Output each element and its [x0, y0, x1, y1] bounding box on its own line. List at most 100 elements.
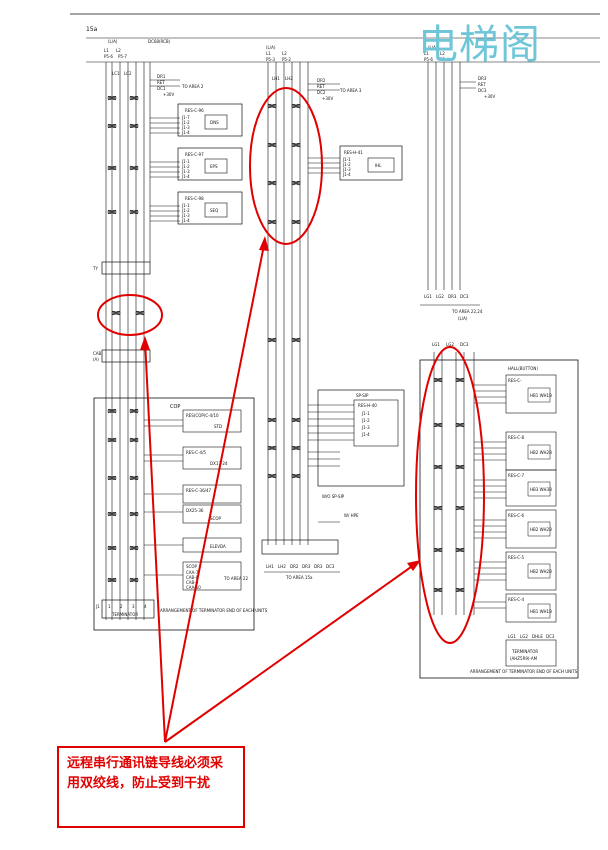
svg-text:J1-1: J1-1: [342, 157, 351, 162]
svg-text:HB1 WH1B: HB1 WH1B: [530, 609, 552, 614]
svg-text:3: 3: [132, 604, 135, 609]
svg-text:J1-3: J1-3: [181, 213, 190, 218]
highlight-ellipse-left: [97, 294, 163, 336]
svg-text:J1-3: J1-3: [342, 167, 351, 172]
svg-text:LG1: LG1: [432, 342, 440, 347]
svg-text:DR3: DR3: [478, 76, 487, 81]
left-lc1: LC1: [112, 71, 120, 76]
left-station-3: RES-C-98 J1-1 J1-2 J1-3 J1-4 SEQ: [150, 191, 243, 225]
svg-text:HB3 WH3B: HB3 WH3B: [530, 487, 552, 492]
svg-text:RES-C-98: RES-C-98: [185, 196, 204, 201]
svg-text:LH2: LH2: [285, 76, 293, 81]
svg-text:+30V: +30V: [322, 96, 333, 101]
svg-text:DC3: DC3: [326, 564, 335, 569]
sp-sip-box: SP-SIP RES-H-40 J1-1 J1-2 J1-3 J1-4: [308, 389, 405, 487]
svg-text:DC3: DC3: [460, 342, 469, 347]
svg-text:RES-H-40: RES-H-40: [358, 403, 377, 408]
svg-text:EPS: EPS: [210, 164, 218, 169]
hall-panel: HALL(BUTTON) RES-C- HB1 WH1B RES-C-8 HB2…: [419, 352, 579, 679]
svg-text:DX17-24: DX17-24: [210, 461, 228, 466]
svg-text:LG1: LG1: [424, 294, 432, 299]
hall-note: ARRANGEMENT OF TERMINATOR END OF EACH UN…: [470, 669, 578, 674]
svg-text:J1-3: J1-3: [181, 169, 190, 174]
svg-text:RES-C-97: RES-C-97: [185, 152, 204, 157]
bus-right-label: (L/A): [428, 45, 438, 50]
bus-left-label: (L/A): [108, 39, 118, 44]
cop-panel: COP RES(COP)C-4/10 STD RES-C-4/5 DX17-24…: [93, 397, 268, 631]
svg-text:P5-6: P5-6: [424, 57, 433, 62]
bus-left-sub: DC68(RCB): [148, 39, 171, 44]
svg-text:LG2: LG2: [446, 342, 454, 347]
left-cab-label: CAB: [93, 351, 102, 356]
svg-text:LG2: LG2: [520, 634, 528, 639]
hall-station-1: RES-C- HB1 WH1B: [505, 374, 557, 414]
svg-text:J1-2: J1-2: [181, 208, 190, 213]
cop-note: ARRANGEMENT OF TERMINATOR END OF EACH UN…: [160, 608, 268, 613]
svg-text:RES(COP)C-4/10: RES(COP)C-4/10: [186, 413, 219, 418]
left-station-1: RES-C-96 J1-7 J1-2 J1-3 J1-4 DNS: [150, 103, 243, 137]
svg-text:SCOP: SCOP: [210, 516, 221, 521]
left-to-area: TO AREA 2: [181, 84, 204, 89]
left-dr1: DR1: [157, 74, 166, 79]
bus-mid-label: (L/A): [266, 45, 276, 50]
svg-text:RES-C-5: RES-C-5: [508, 555, 525, 560]
highlight-ellipse-mid: [249, 87, 323, 245]
svg-text:SEQ: SEQ: [210, 208, 218, 213]
right-terminal-labels: L1 L2 P5-6 P5-4: [424, 51, 449, 62]
svg-text:DC2: DC2: [317, 90, 326, 95]
svg-text:HB2 WH2B: HB2 WH2B: [530, 569, 552, 574]
svg-text:J1-2: J1-2: [181, 164, 190, 169]
svg-text:RES-C-7: RES-C-7: [508, 473, 525, 478]
middle-column: L1 L2 P5-3 P5-2 LH1 LH2 DR2 RET DC2 +30V…: [261, 51, 405, 580]
hall-title: HALL(BUTTON): [508, 366, 538, 371]
left-station-2: RES-C-97 J1-1 J1-2 J1-3 J1-4 EPS: [150, 147, 243, 181]
arrow-line-right: [164, 561, 419, 743]
arrow-line-left: [144, 339, 166, 743]
svg-text:DR2: DR2: [317, 78, 326, 83]
left-tb-label: TY: [92, 266, 98, 271]
svg-text:J1-2: J1-2: [361, 418, 370, 423]
left-cab-sub: (A): [93, 357, 99, 362]
highlight-ellipse-right: [415, 346, 485, 644]
left-terminal-labels: L1 L2 P5-6 P5-7: [104, 48, 127, 59]
left-dc1: DC1: [157, 86, 166, 91]
svg-text:J1-1: J1-1: [181, 159, 190, 164]
wo-sp-sip-label: W/O SP-SIP: [322, 494, 345, 499]
cop-title: COP: [170, 404, 180, 410]
svg-text:RES-C-36/47: RES-C-36/47: [186, 488, 212, 493]
svg-text:LG1: LG1: [508, 634, 516, 639]
svg-text:RES-C-96: RES-C-96: [185, 108, 204, 113]
svg-text:4: 4: [144, 604, 147, 609]
svg-text:ELEVDA: ELEVDA: [210, 544, 226, 549]
hall-terminator: TERMINATOR: [511, 649, 538, 654]
svg-text:RET: RET: [478, 82, 486, 87]
svg-text:DC3: DC3: [478, 88, 487, 93]
svg-text:RES-C-4/5: RES-C-4/5: [186, 450, 206, 455]
hall-station-5: RES-C-5 HB2 WH2B: [505, 551, 557, 591]
mid-bottom-terms: LH1 LH2 DR2 DR3 DR3 DC3: [266, 564, 335, 569]
hall-station-6: RES-C-4 HB1 WH1B: [505, 593, 557, 623]
svg-text:P5-7: P5-7: [118, 54, 127, 59]
red-arrowheads: [140, 236, 421, 571]
svg-text:DR3: DR3: [448, 294, 457, 299]
right-column: L1 L2 P5-6 P5-4 DR3 RET DC3 +30V LG1 LG2…: [419, 51, 579, 679]
svg-text:P5-6: P5-6: [104, 54, 113, 59]
svg-text:L1: L1: [266, 51, 271, 56]
svg-text:DHLE: DHLE: [532, 634, 543, 639]
mid-station: RES-H-41 J1-1 J1-2 J1-3 J1-4 IHL: [308, 145, 403, 181]
svg-text:L1: L1: [424, 51, 429, 56]
svg-text:+30V: +30V: [484, 94, 495, 99]
w-hpe-label: W/ HPE: [344, 513, 359, 518]
svg-text:CAB-8: CAB-8: [186, 575, 199, 580]
svg-text:DC3: DC3: [460, 294, 469, 299]
svg-text:HB2 WH2B: HB2 WH2B: [530, 450, 552, 455]
svg-text:LH2: LH2: [278, 564, 286, 569]
svg-text:HB1 WH1B: HB1 WH1B: [530, 393, 552, 398]
red-annotations: [97, 87, 485, 743]
hall-station-4: RES-C-6 HB2 WH2B: [505, 509, 557, 549]
svg-text:RES-C-8: RES-C-8: [508, 435, 525, 440]
svg-text:J1-7: J1-7: [181, 115, 190, 120]
svg-text:J1-2: J1-2: [342, 162, 351, 167]
hall-station-2: RES-C-8 HB2 WH2B: [505, 431, 557, 471]
svg-text:DX25-36: DX25-36: [186, 508, 204, 513]
